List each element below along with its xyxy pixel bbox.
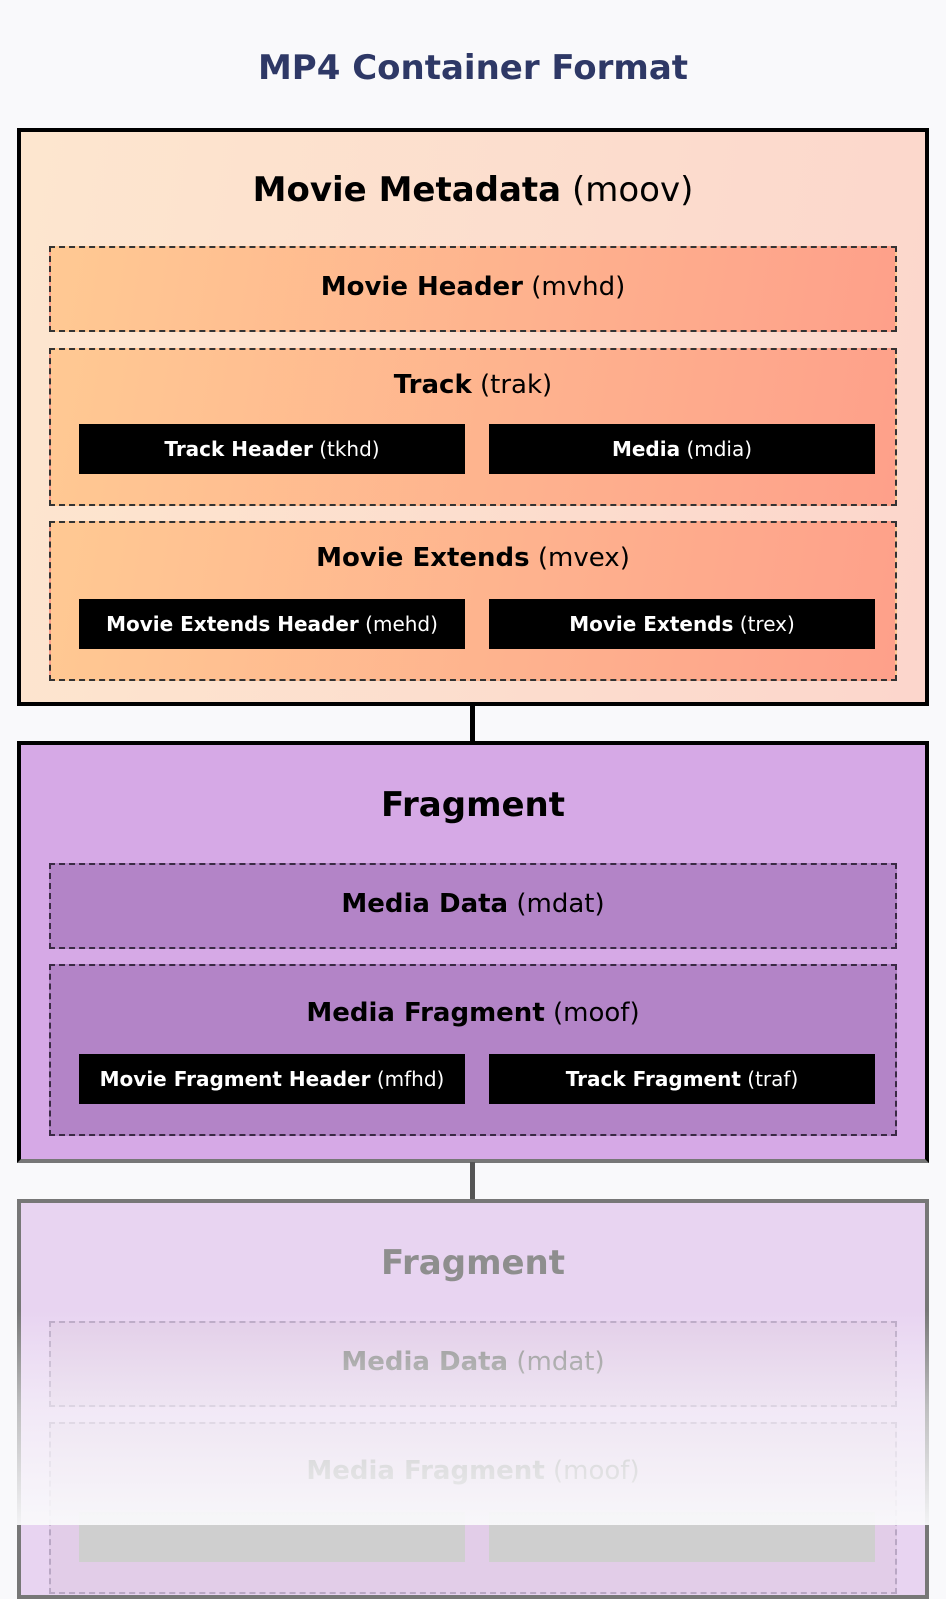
mdia-code: (mdia)	[686, 437, 753, 461]
trak-box: Track (trak) Track Header (tkhd) Media (…	[49, 348, 897, 506]
trex-code: (trex)	[739, 612, 795, 636]
fragment2-leaf-right	[489, 1512, 875, 1562]
trex-name: Movie Extends	[569, 612, 734, 636]
trex-box: Movie Extends (trex)	[489, 599, 875, 649]
mdat2-name: Media Data	[341, 1347, 509, 1377]
moof1-name: Media Fragment	[306, 998, 545, 1028]
tkhd-code: (tkhd)	[319, 437, 380, 461]
traf-code: (traf)	[747, 1067, 799, 1091]
mvhd-name: Movie Header	[320, 272, 524, 302]
mehd-code: (mehd)	[365, 612, 438, 636]
mdat2-label: Media Data (mdat)	[51, 1347, 895, 1377]
mvhd-code: (mvhd)	[531, 272, 626, 302]
moov-name: Movie Metadata	[252, 170, 562, 210]
moof2-name: Media Fragment	[306, 1456, 545, 1486]
fragment-box-2: Fragment Media Data (mdat) Media Fragmen…	[17, 1199, 929, 1599]
mvex-box: Movie Extends (mvex) Movie Extends Heade…	[49, 521, 897, 681]
moof1-code: (moof)	[553, 998, 640, 1028]
moof2-label: Media Fragment (moof)	[51, 1456, 895, 1486]
mvhd-box: Movie Header (mvhd)	[49, 246, 897, 332]
moov-label: Movie Metadata (moov)	[21, 170, 925, 210]
diagram-title: MP4 Container Format	[257, 48, 689, 88]
mdat1-name: Media Data	[341, 889, 509, 919]
tkhd-box: Track Header (tkhd)	[79, 424, 465, 474]
mdia-box: Media (mdia)	[489, 424, 875, 474]
mehd-name: Movie Extends Header	[106, 612, 359, 636]
traf-name: Track Fragment	[565, 1067, 741, 1091]
connector-moov-fragment	[470, 704, 475, 744]
mdat2-code: (mdat)	[516, 1347, 605, 1377]
moof1-label: Media Fragment (moof)	[51, 998, 895, 1028]
mdat1-label: Media Data (mdat)	[51, 889, 895, 919]
trak-code: (trak)	[480, 370, 553, 400]
mvhd-label: Movie Header (mvhd)	[51, 272, 895, 302]
fragment1-label: Fragment	[21, 785, 925, 825]
trak-name: Track	[393, 370, 472, 400]
mvex-label: Movie Extends (mvex)	[51, 543, 895, 573]
fragment2-name: Fragment	[380, 1243, 566, 1283]
fragment1-name: Fragment	[380, 785, 566, 825]
mdat1-code: (mdat)	[516, 889, 605, 919]
fragment-box-1: Fragment Media Data (mdat) Media Fragmen…	[17, 741, 929, 1163]
fragment2-leaf-left	[79, 1512, 465, 1562]
mfhd-name: Movie Fragment Header	[99, 1067, 371, 1091]
mdat-box-1: Media Data (mdat)	[49, 863, 897, 949]
mehd-box: Movie Extends Header (mehd)	[79, 599, 465, 649]
moof-box-2: Media Fragment (moof)	[49, 1422, 897, 1594]
moof-box-1: Media Fragment (moof) Movie Fragment Hea…	[49, 964, 897, 1136]
moof2-code: (moof)	[553, 1456, 640, 1486]
trak-label: Track (trak)	[51, 370, 895, 400]
moov-code: (moov)	[571, 170, 694, 210]
mvex-code: (mvex)	[537, 543, 630, 573]
fragment2-label: Fragment	[21, 1243, 925, 1283]
connector-fragment-fragment	[470, 1162, 475, 1202]
mvex-name: Movie Extends	[316, 543, 530, 573]
mfhd-box: Movie Fragment Header (mfhd)	[79, 1054, 465, 1104]
mdia-name: Media	[611, 437, 681, 461]
traf-box: Track Fragment (traf)	[489, 1054, 875, 1104]
mfhd-code: (mfhd)	[376, 1067, 445, 1091]
mdat-box-2: Media Data (mdat)	[49, 1321, 897, 1407]
moov-box: Movie Metadata (moov) Movie Header (mvhd…	[17, 128, 929, 706]
tkhd-name: Track Header	[164, 437, 313, 461]
